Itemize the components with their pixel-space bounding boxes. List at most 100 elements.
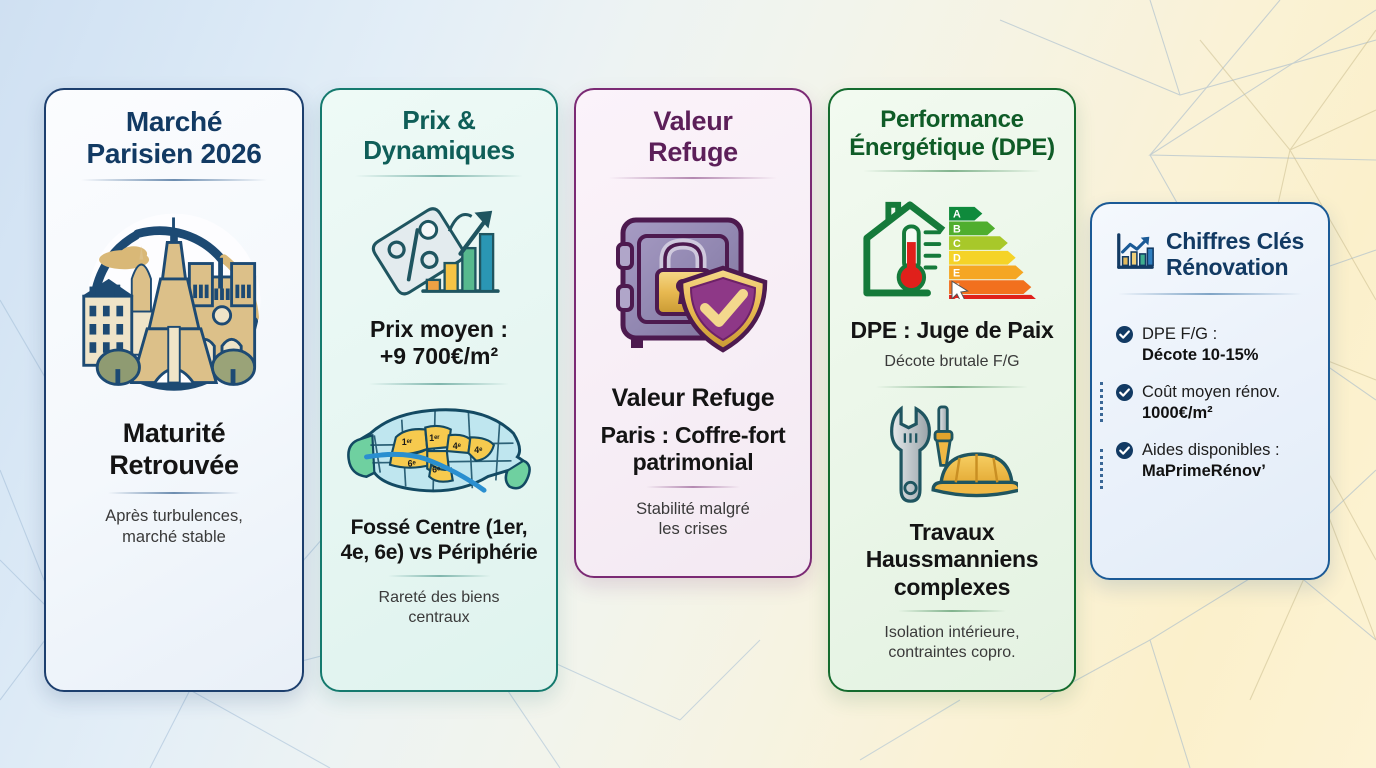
bullet-value: MaPrimeRénov’ — [1142, 462, 1266, 481]
svg-text:A: A — [953, 209, 961, 221]
card2-stat: Prix moyen : +9 700€/m² — [370, 316, 508, 371]
card2-title-line2: Dynamiques — [363, 134, 515, 165]
card4-headline-line2: Haussmanniens — [865, 546, 1039, 573]
list-item[interactable]: DPE F/G : Décote 10-15% — [1116, 324, 1308, 367]
card5-title-line1: Chiffres Clés — [1166, 228, 1304, 254]
card4-sub-line1: Isolation intérieure, — [884, 623, 1020, 641]
card4-title: Performance Énergétique (DPE) — [849, 106, 1055, 161]
card-marche-parisien[interactable]: Marché Parisien 2026 — [44, 88, 304, 692]
card4-sub-mid: Décote brutale F/G — [884, 353, 1020, 371]
list-item[interactable]: Coût moyen rénov. 1000€/m² — [1116, 382, 1308, 425]
card-performance-energetique[interactable]: Performance Énergétique (DPE) — [828, 88, 1076, 692]
card4-title-line2: Énergétique (DPE) — [849, 133, 1055, 161]
card1-title: Marché Parisien 2026 — [86, 106, 261, 170]
card2-headline-line1: Fossé Centre (1er, — [350, 515, 528, 539]
card3-title-line2: Refuge — [648, 137, 738, 168]
bullet-connector-dots-2 — [1100, 449, 1106, 489]
card2-stat-line1: Prix moyen : — [369, 315, 509, 342]
card3-divider-2 — [645, 485, 741, 488]
card1-headline: Maturité Retrouvée — [109, 418, 239, 482]
card1-divider-2 — [107, 492, 241, 495]
card3-title-line1: Valeur — [653, 106, 733, 136]
svg-text:D: D — [953, 253, 961, 265]
bar-line-chart-icon — [1114, 231, 1156, 278]
svg-text:1ᵉʳ: 1ᵉʳ — [429, 433, 440, 443]
card3-headline-main: Valeur Refuge — [612, 384, 775, 414]
bullet-label: DPE F/G : — [1142, 324, 1218, 343]
card4-sub-line2: contraintes copro. — [888, 643, 1016, 661]
check-circle-icon — [1116, 441, 1133, 464]
card3-headline-line3: patrimonial — [632, 448, 754, 475]
svg-text:4ᵉ: 4ᵉ — [474, 445, 483, 455]
svg-text:4ᵉ: 4ᵉ — [453, 441, 462, 451]
card4-subtext: Isolation intérieure, contraintes copro. — [884, 623, 1019, 663]
card-prix-dynamiques[interactable]: Prix & Dynamiques — [320, 88, 558, 692]
price-tag-growth-chart-icon — [369, 194, 509, 306]
card2-divider-2 — [368, 382, 510, 385]
card4-title-line1: Performance — [880, 106, 1024, 133]
bullet-label: Coût moyen rénov. — [1142, 382, 1281, 401]
card5-header: Chiffres Clés Rénovation — [1106, 224, 1314, 281]
paris-arrondissements-map-icon: 1ᵉʳ 1ᵉʳ 4ᵉ 4ᵉ 6ᵉ 6ᵉ — [341, 400, 537, 504]
card-chiffres-cles[interactable]: Chiffres Clés Rénovation DPE F/G : Décot… — [1090, 202, 1330, 580]
card4-divider-3 — [898, 609, 1006, 612]
card1-divider — [80, 179, 268, 182]
check-circle-icon — [1116, 325, 1133, 348]
card2-sub-line2: centraux — [408, 608, 470, 626]
card2-divider — [354, 174, 524, 177]
bullet-value: Décote 10-15% — [1142, 346, 1259, 365]
card-valeur-refuge[interactable]: Valeur Refuge — [574, 88, 812, 578]
paris-skyline-icon — [78, 204, 270, 396]
card2-stat-line2: +9 700€/m² — [379, 343, 499, 370]
card2-headline: Fossé Centre (1er, 4e, 6e) vs Périphérie — [341, 516, 538, 566]
card1-sub-line2: marché stable — [122, 527, 226, 546]
card2-title-line1: Prix & — [402, 105, 476, 135]
list-item[interactable]: Aides disponibles : MaPrimeRénov’ — [1116, 440, 1308, 483]
card1-sub-line1: Après turbulences, — [105, 507, 243, 526]
card2-subtext: Rareté des biens centraux — [379, 588, 500, 628]
card3-headline-line2: Paris : Coffre-fort — [600, 421, 786, 448]
card2-sub-line1: Rareté des biens — [378, 588, 500, 606]
card5-divider — [1118, 292, 1302, 295]
bullet-text: Aides disponibles : MaPrimeRénov’ — [1142, 440, 1280, 483]
card1-title-line1: Marché — [125, 106, 223, 137]
card1-subtext: Après turbulences, marché stable — [105, 506, 243, 547]
dpe-energy-label-house-icon: A B C D E F G — [859, 191, 1045, 300]
card4-divider — [863, 170, 1041, 173]
svg-text:1ᵉʳ: 1ᵉʳ — [402, 437, 413, 447]
card4-divider-2 — [876, 386, 1028, 389]
card4-headline-line3: complexes — [893, 573, 1011, 600]
card3-title: Valeur Refuge — [648, 106, 738, 168]
card3-subtext: Stabilité malgré les crises — [636, 499, 750, 540]
svg-text:G: G — [953, 297, 961, 299]
card3-sub-line2: les crises — [658, 520, 728, 539]
card3-headline-sub: Paris : Coffre-fort patrimonial — [601, 422, 786, 476]
svg-text:6ᵉ: 6ᵉ — [408, 459, 417, 469]
svg-text:6ᵉ: 6ᵉ — [432, 465, 441, 475]
card1-headline-line1: Maturité — [122, 418, 226, 449]
card1-headline-line2: Retrouvée — [109, 450, 239, 481]
bullet-text: DPE F/G : Décote 10-15% — [1142, 324, 1258, 367]
card5-title: Chiffres Clés Rénovation — [1166, 228, 1304, 281]
bullet-connector-dots-1 — [1100, 382, 1106, 422]
check-circle-icon — [1116, 383, 1133, 406]
safe-vault-shield-lock-icon — [613, 210, 773, 360]
svg-text:C: C — [953, 238, 961, 250]
card2-headline-line2: 4e, 6e) vs Périphérie — [340, 540, 538, 564]
bullet-label: Aides disponibles : — [1142, 440, 1280, 459]
wrench-screwdriver-hardhat-icon — [886, 403, 1018, 507]
bullet-value: 1000€/m² — [1142, 404, 1213, 423]
card4-headline-line1: Travaux — [909, 519, 995, 546]
card5-bullet-list: DPE F/G : Décote 10-15% Coût moyen rénov… — [1106, 318, 1314, 483]
card3-divider — [608, 177, 778, 180]
card3-sub-line1: Stabilité malgré — [636, 499, 750, 518]
card2-divider-3 — [387, 574, 491, 577]
card3-headline-line1: Valeur Refuge — [611, 384, 775, 413]
card5-title-line2: Rénovation — [1166, 254, 1289, 281]
card4-headline: Travaux Haussmanniens complexes — [866, 519, 1039, 600]
svg-text:B: B — [953, 223, 961, 235]
card1-title-line2: Parisien 2026 — [86, 138, 262, 170]
svg-text:E: E — [953, 268, 960, 280]
card2-title: Prix & Dynamiques — [363, 105, 515, 166]
card4-headline-mid: DPE : Juge de Paix — [850, 317, 1054, 344]
